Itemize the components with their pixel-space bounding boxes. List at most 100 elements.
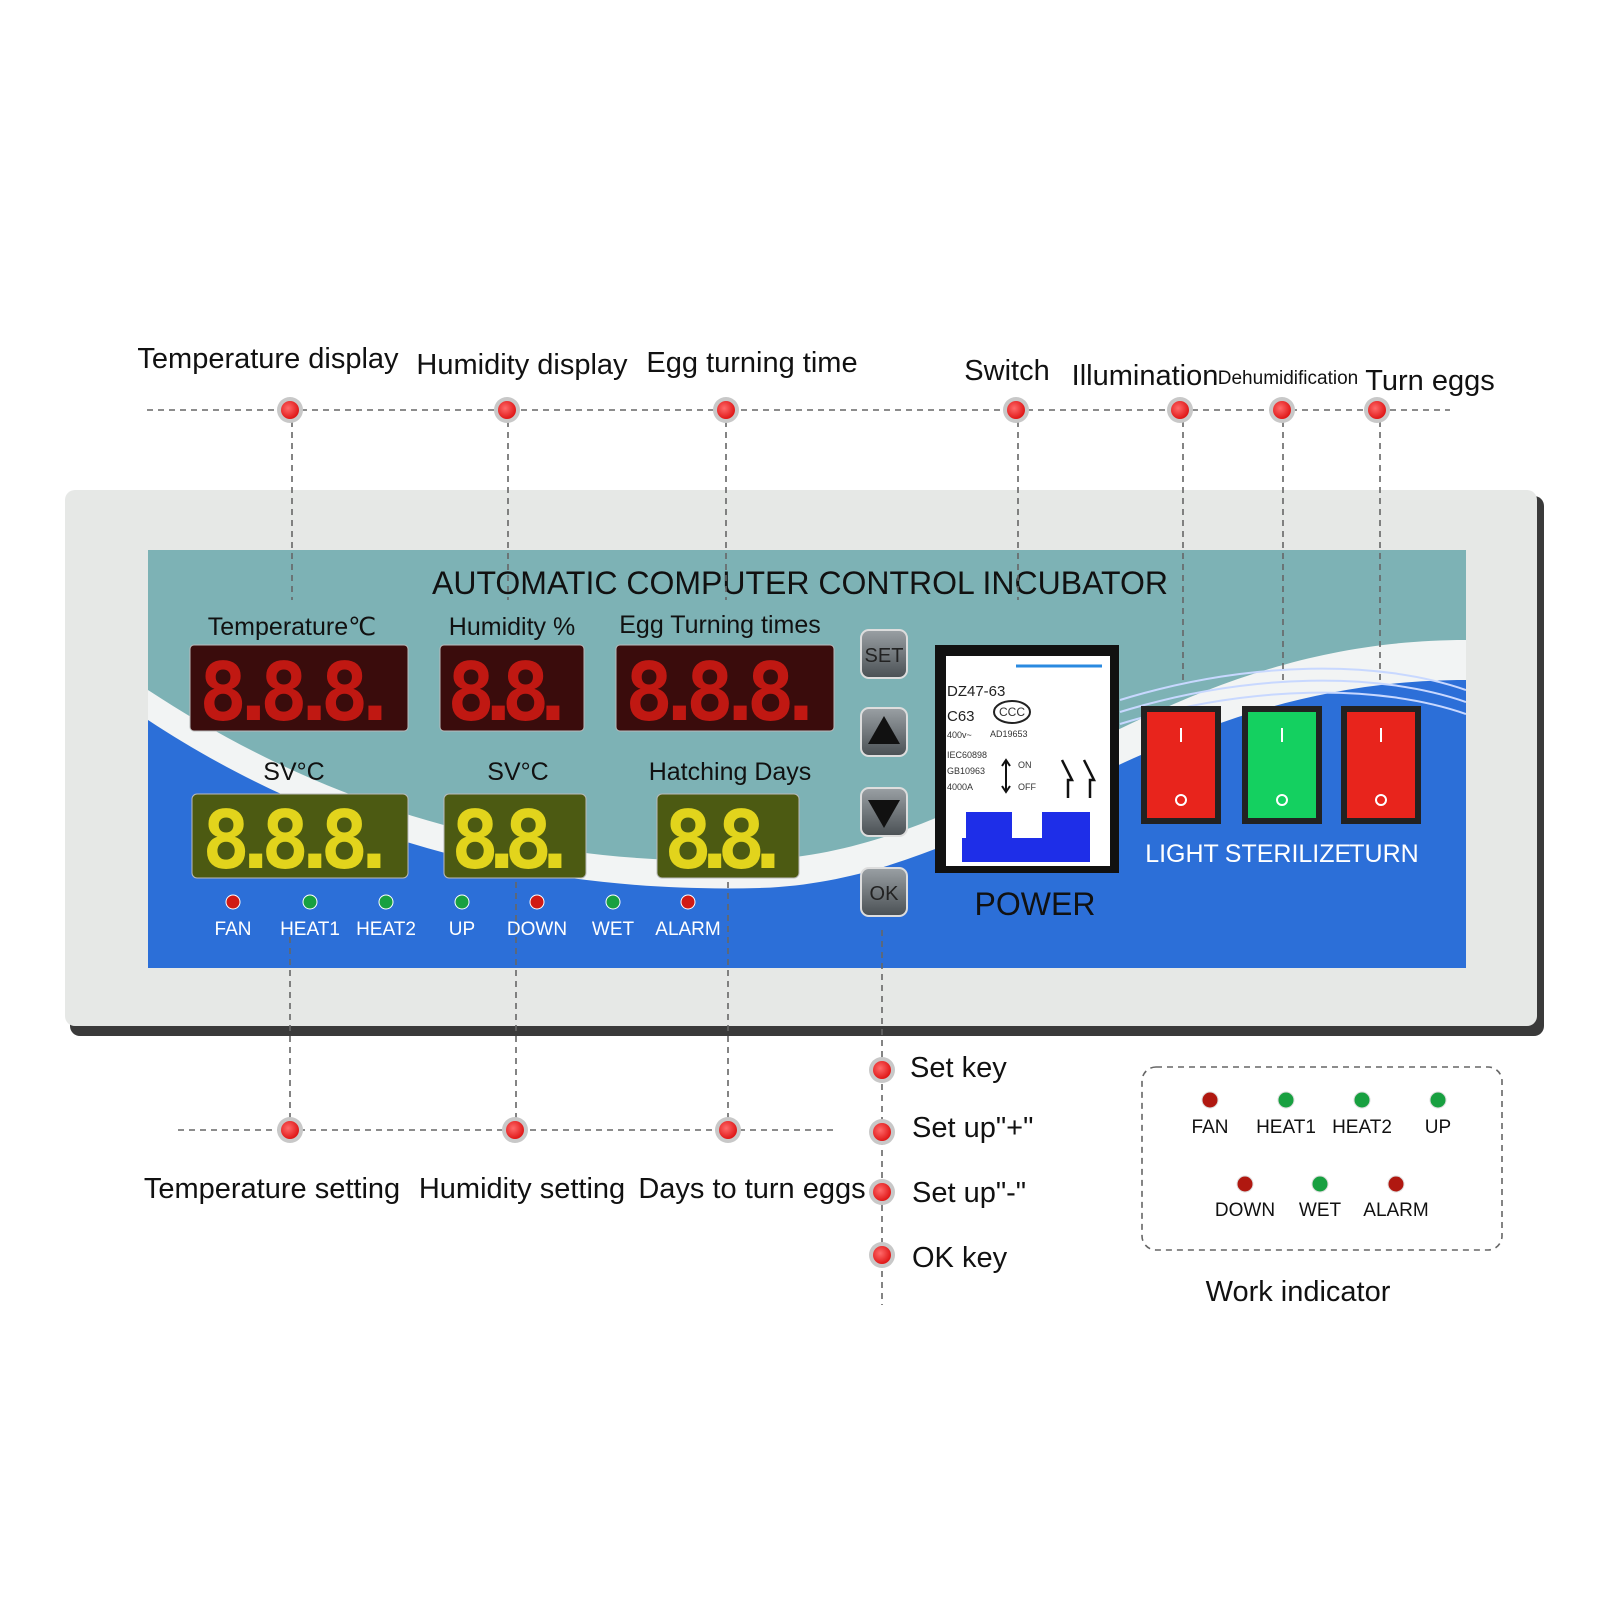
- indicator-led: [1277, 1091, 1295, 1109]
- callout-set-key: Set key: [910, 1052, 1007, 1084]
- callout-turn-eggs: Turn eggs: [1365, 365, 1495, 397]
- indicator-led: [605, 894, 621, 910]
- indicator-heat2: HEAT2: [356, 894, 416, 940]
- indicator-led: [680, 894, 696, 910]
- indicator-label: ALARM: [1363, 1200, 1428, 1221]
- hatching-label: Hatching Days: [649, 758, 812, 786]
- callout-dot-icon: [715, 1117, 741, 1143]
- switch-light[interactable]: LIGHT: [1141, 706, 1221, 868]
- indicator-label: ALARM: [655, 919, 720, 940]
- set-button[interactable]: SET: [860, 629, 908, 679]
- switch-label: LIGHT: [1145, 840, 1219, 868]
- ccc-mark-text: CCC: [999, 705, 1025, 719]
- work-indicator-heat1: HEAT1: [1256, 1091, 1316, 1138]
- breaker-toggle[interactable]: [962, 812, 1090, 862]
- indicator-label: WET: [592, 919, 635, 940]
- indicator-label: HEAT1: [1256, 1117, 1316, 1138]
- work-indicator-down: DOWN: [1215, 1175, 1275, 1221]
- callout-dot-icon: [1167, 397, 1193, 423]
- breaker-capacity: 4000A: [947, 782, 973, 792]
- humidity-display: [439, 644, 585, 732]
- indicator-label: UP: [1425, 1117, 1451, 1138]
- switch-rocker[interactable]: [1347, 712, 1415, 818]
- indicator-led: [302, 894, 318, 910]
- callout-dot-icon: [1269, 397, 1295, 423]
- sv-temp-label: SV°C: [263, 758, 324, 786]
- sv-hum-display: [443, 793, 587, 879]
- indicator-led: [1429, 1091, 1447, 1109]
- callout-dot-icon: [1003, 397, 1029, 423]
- callout-temperature-display: Temperature display: [137, 343, 399, 375]
- indicator-led: [1311, 1175, 1329, 1193]
- ok-button-label: OK: [870, 883, 900, 905]
- ccc-mark: [993, 700, 1031, 724]
- ok-button[interactable]: OK: [860, 867, 908, 917]
- work-indicator-title: Work indicator: [1206, 1276, 1391, 1308]
- breaker-std2: GB10963: [947, 766, 985, 776]
- work-indicator-fan: FAN: [1192, 1091, 1229, 1138]
- callout-days-to-turn-eggs: Days to turn eggs: [638, 1173, 865, 1205]
- callout-dot-icon: [502, 1117, 528, 1143]
- indicator-label: HEAT1: [280, 919, 340, 940]
- breaker-rating: C63: [947, 708, 975, 725]
- callout-dot-icon: [277, 1117, 303, 1143]
- arrow-up-icon: [868, 716, 900, 744]
- callout-dehumidification: Dehumidification: [1218, 368, 1358, 389]
- down-button[interactable]: [860, 787, 908, 837]
- switch-rocker[interactable]: [1248, 712, 1316, 818]
- bottom-callout-dots: [277, 1057, 895, 1268]
- temperature-digits: 8.8.8.: [199, 646, 399, 739]
- off-mark-icon: [1276, 794, 1288, 806]
- indicator-led: [225, 894, 241, 910]
- indicator-label: WET: [1299, 1200, 1342, 1221]
- up-button[interactable]: [860, 707, 908, 757]
- work-indicator-wet: WET: [1299, 1175, 1342, 1221]
- temperature-display: [189, 644, 409, 732]
- indicator-led: [454, 894, 470, 910]
- egg-turning-digits: 8.8.8.: [625, 646, 825, 739]
- sv-hum-digits: 8.8.: [451, 794, 579, 887]
- top-leader-lines: [291, 410, 1381, 680]
- callout-dot-icon: [869, 1242, 895, 1268]
- circuit-symbol-icon: [1060, 759, 1097, 798]
- breaker-off: OFF: [1018, 782, 1036, 792]
- indicator-heat1: HEAT1: [280, 894, 340, 940]
- indicator-led: [1353, 1091, 1371, 1109]
- breaker-code: AD19653: [990, 729, 1028, 739]
- indicator-led: [1236, 1175, 1254, 1193]
- switch-sterilize[interactable]: STERILIZE: [1225, 706, 1351, 868]
- switch-rocker[interactable]: [1147, 712, 1215, 818]
- indicator-label: DOWN: [1215, 1200, 1275, 1221]
- switch-label: TURN: [1349, 840, 1418, 868]
- callout-ok-key: OK key: [912, 1242, 1008, 1274]
- callout-switch: Switch: [964, 355, 1049, 387]
- breaker-model: DZ47-63: [947, 683, 1005, 700]
- egg-turning-display: [615, 644, 835, 732]
- breaker-on: ON: [1018, 760, 1032, 770]
- callout-dot-icon: [1364, 397, 1390, 423]
- switch-label: STERILIZE: [1225, 840, 1351, 868]
- indicator-led: [529, 894, 545, 910]
- indicator-led: [1201, 1091, 1219, 1109]
- indicator-label: FAN: [215, 919, 252, 940]
- indicator-alarm: ALARM: [655, 894, 721, 940]
- egg-turning-label: Egg Turning times: [619, 611, 821, 639]
- indicator-label: HEAT2: [1332, 1117, 1392, 1138]
- top-callout-dots: [277, 397, 1390, 423]
- on-off-arrow-icon: [1001, 758, 1011, 794]
- callout-set-up-minus: Set up"-": [912, 1177, 1026, 1209]
- work-indicator-alarm: ALARM: [1363, 1175, 1429, 1221]
- callout-dot-icon: [277, 397, 303, 423]
- indicator-label: DOWN: [507, 919, 567, 940]
- humidity-label: Humidity %: [449, 613, 575, 641]
- callout-set-up-plus: Set up"+": [912, 1112, 1033, 1144]
- callout-egg-turning-time: Egg turning time: [646, 347, 857, 379]
- indicator-label: FAN: [1192, 1117, 1229, 1138]
- switch-turn[interactable]: TURN: [1341, 706, 1421, 868]
- indicator-label: UP: [449, 919, 475, 940]
- callout-dot-icon: [494, 397, 520, 423]
- humidity-digits: 8.8.: [447, 646, 577, 739]
- power-breaker[interactable]: DZ47-63 C63 CCC 400v~ AD19653 IEC60898 G…: [935, 645, 1119, 873]
